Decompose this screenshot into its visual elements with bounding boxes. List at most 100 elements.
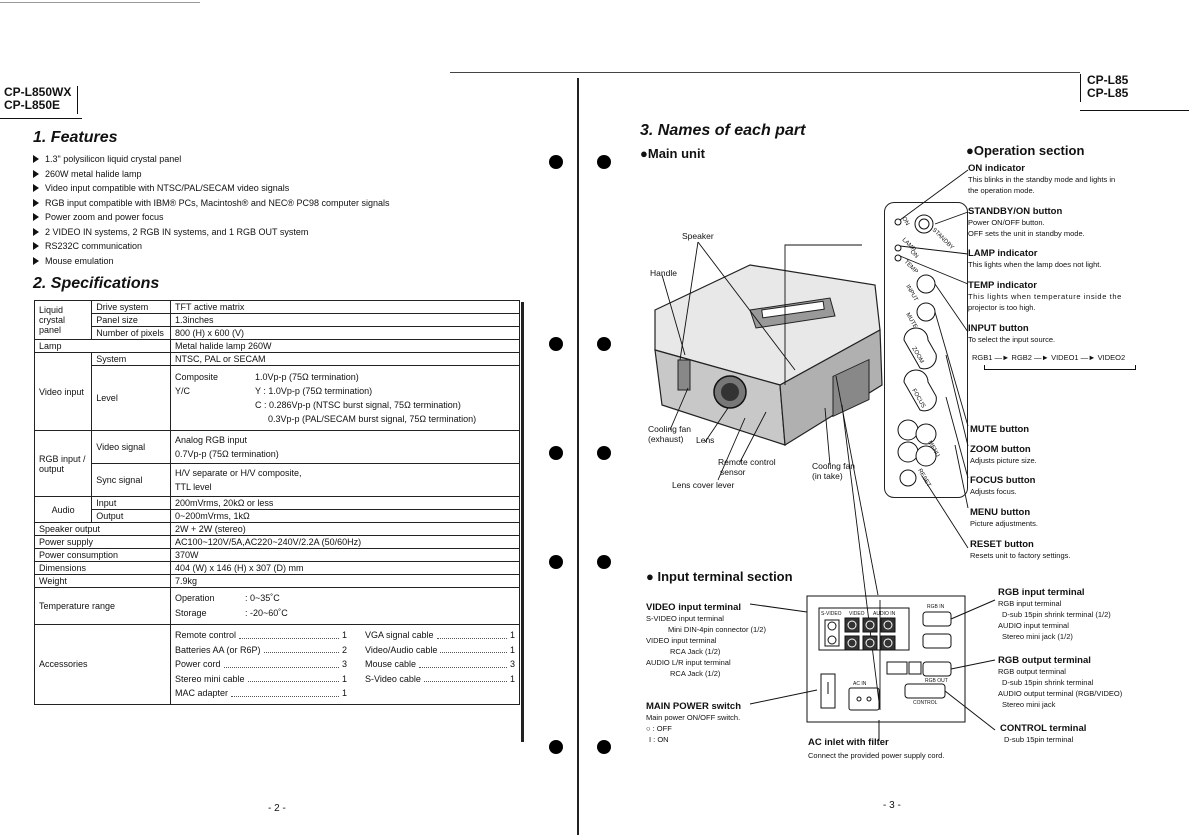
bullet-dot-icon: ● [646, 569, 654, 584]
binding-hole [549, 740, 563, 754]
binding-hole [597, 337, 611, 351]
cell-dimensions: Dimensions [34, 561, 171, 575]
operation-item-temp: TEMP indicator This lights when temperat… [968, 280, 1122, 312]
temp-indicator-icon [894, 254, 902, 262]
label-speaker: Speaker [682, 231, 714, 241]
cell-power-consumption-val: 370W [170, 548, 520, 562]
cell-video-input: Video input [33, 352, 93, 431]
cell-rgb-io: RGB input / output [33, 430, 93, 497]
table-row: Temperature range Operation: 0~35˚C Stor… [34, 587, 520, 625]
panel-text-control: CONTROL [913, 700, 938, 706]
operation-leaders [899, 169, 969, 549]
rear-panel: S-VIDEO VIDEO AUDIO IN RGB IN RGB OUT CO… [749, 595, 996, 740]
control-port [904, 683, 946, 699]
label-cooling-fan-intake: Cooling fan(in take) [812, 461, 856, 481]
bullet-dot-icon: ● [966, 143, 974, 158]
projector-illustration [654, 241, 883, 711]
model-line-1: CP-L850WX [4, 85, 72, 99]
left-page: CP-L850WX CP-L850E 1. Features 1.3" poly… [0, 0, 580, 835]
cell-speaker-output-val: 2W + 2W (stereo) [170, 522, 520, 536]
speaker-grille [677, 359, 691, 391]
rgb-in-1-port [922, 611, 952, 627]
main-power-switch: MAIN POWER switch Main power ON/OFF swit… [646, 701, 742, 744]
cell-drive-system-val: TFT active matrix [170, 300, 520, 314]
operation-panel-controls: ON STANDBY LAMP ON TEMP INPUT MUTE ZOOM … [894, 214, 955, 489]
cell-input-val: 200mVrms, 20kΩ or less [170, 496, 520, 510]
cell-panel-size: Panel size [91, 313, 171, 327]
projector-side [779, 329, 883, 447]
cell-audio: Audio [33, 496, 93, 523]
cell-lcp: Liquid crystal panel [33, 300, 93, 340]
panel-text-ac-in: AC IN [853, 681, 867, 687]
cell-lamp: Lamp [34, 339, 171, 353]
cell-output-val: 0~200mVrms, 1kΩ [170, 509, 520, 523]
binding-hole [597, 155, 611, 169]
binding-hole [549, 555, 563, 569]
table-row: Panel size 1.3inches [35, 313, 520, 327]
panel-text-rgb-in: RGB IN [927, 604, 945, 610]
operation-item-menu: MENU button Picture adjustments. [970, 507, 1038, 528]
bullet-dot-icon: ● [640, 146, 648, 161]
operation-item-reset: RESET button Resets unit to factory sett… [970, 539, 1071, 560]
cell-input: Input [91, 496, 171, 510]
table-row: Video input System NTSC, PAL or SECAM [33, 352, 520, 431]
names-title: 3. Names of each part [640, 122, 806, 139]
cell-pixels: Number of pixels [91, 326, 171, 340]
feature-item: 2 VIDEO IN systems, 2 RGB IN systems, an… [33, 225, 390, 240]
panel-text-rgb-out: RGB OUT [925, 678, 948, 684]
focus-button-icon [903, 369, 937, 412]
table-row: Dimensions 404 (W) x 146 (H) x 307 (D) m… [34, 561, 520, 575]
rear-panel-frame [806, 595, 966, 723]
feature-item: Power zoom and power focus [33, 210, 390, 225]
ac-inlet: AC inlet with filter Connect the provide… [808, 737, 945, 760]
cell-pixels-val: 800 (H) x 600 (V) [170, 326, 520, 340]
binding-hole [549, 155, 563, 169]
page-number-right: - 3 - [883, 800, 901, 811]
feature-item: RS232C communication [33, 239, 390, 254]
table-row: Speaker output 2W + 2W (stereo) [34, 522, 520, 536]
handle-grip [761, 300, 825, 319]
cell-sync-signal-val: H/V separate or H/V composite, TTL level [170, 463, 520, 497]
cell-temp-range-val: Operation: 0~35˚C Storage: -20~60˚C [170, 587, 520, 625]
table-row: Sync signal H/V separate or H/V composit… [35, 463, 520, 497]
binding-hole [597, 555, 611, 569]
header-rule-right [1080, 110, 1189, 111]
feature-item: RGB input compatible with IBM® PCs, Maci… [33, 196, 390, 211]
table-row: Liquid crystal panel Drive system TFT ac… [33, 300, 520, 340]
operation-item-lamp: LAMP indicator This lights when the lamp… [968, 248, 1102, 269]
input-cycle-return [984, 365, 1136, 370]
main-unit-title: ●Main unit [640, 146, 705, 161]
operation-title: ●Operation section [966, 143, 1085, 158]
cell-drive-system: Drive system [91, 300, 171, 314]
input-section-title: ● Input terminal section [646, 569, 793, 584]
cell-weight: Weight [34, 574, 171, 588]
operation-item-on: ON indicator This blinks in the standby … [968, 163, 1116, 195]
panel-text-svideo: S-VIDEO [821, 611, 842, 617]
features-title: 1. Features [33, 129, 118, 146]
cell-power-supply-val: AC100~120V/5A,AC220~240V/2.2A (50/60Hz) [170, 535, 520, 549]
table-row: Lamp Metal halide lamp 260W [34, 339, 520, 353]
cell-power-supply: Power supply [34, 535, 171, 549]
panel-text-audio-in: AUDIO IN [873, 611, 896, 617]
model-box-right: CP-L85 CP-L85 [1080, 74, 1128, 102]
top-rule-right [450, 72, 1080, 73]
model-line-1: CP-L85 [1087, 73, 1129, 87]
top-rule [0, 2, 200, 3]
feature-item: Video input compatible with NTSC/PAL/SEC… [33, 181, 390, 196]
cell-panel-size-val: 1.3inches [170, 313, 520, 327]
cell-temp-range: Temperature range [34, 587, 171, 625]
connector-block [832, 358, 870, 418]
model-line-2: CP-L850E [4, 98, 61, 112]
page-number-left: - 2 - [268, 803, 286, 814]
label-handle: Handle [650, 268, 677, 278]
features-list: 1.3" polysilicon liquid crystal panel 26… [33, 152, 390, 268]
cell-power-consumption: Power consumption [34, 548, 171, 562]
binding-hole [549, 337, 563, 351]
model-box: CP-L850WX CP-L850E [4, 85, 79, 114]
table-row: Audio Input 200mVrms, 20kΩ or less [33, 496, 520, 523]
